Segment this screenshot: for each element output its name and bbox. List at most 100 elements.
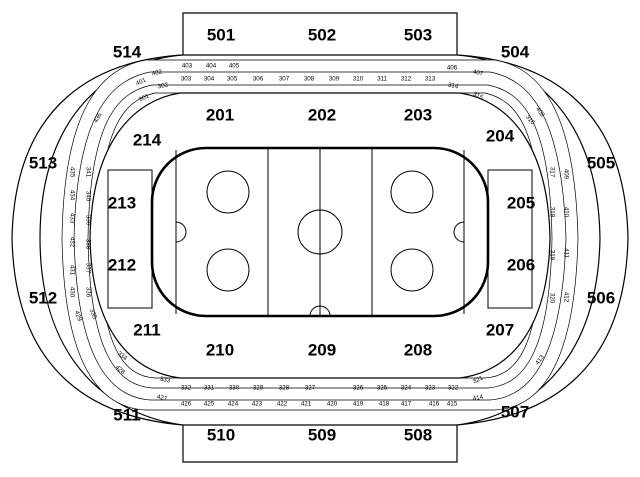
box-412[interactable]: 412 xyxy=(563,292,570,303)
box-419[interactable]: 419 xyxy=(353,401,364,408)
box-314[interactable]: 314 xyxy=(447,82,459,91)
box-320[interactable]: 320 xyxy=(549,293,556,304)
box-329[interactable]: 329 xyxy=(253,385,264,392)
box-435[interactable]: 435 xyxy=(69,167,76,178)
box-404[interactable]: 404 xyxy=(206,63,217,70)
box-325[interactable]: 325 xyxy=(377,385,388,392)
box-341[interactable]: 341 xyxy=(85,167,92,178)
box-424[interactable]: 424 xyxy=(228,401,239,408)
box-431[interactable]: 431 xyxy=(69,265,76,276)
box-416[interactable]: 416 xyxy=(429,401,440,408)
section-502[interactable]: 502 xyxy=(308,26,336,45)
box-401[interactable]: 401 xyxy=(135,76,148,87)
box-429[interactable]: 429 xyxy=(73,310,83,323)
box-427[interactable]: 427 xyxy=(156,394,168,403)
box-305[interactable]: 305 xyxy=(227,76,238,83)
box-311[interactable]: 311 xyxy=(377,76,387,83)
box-423[interactable]: 423 xyxy=(252,401,263,408)
section-513[interactable]: 513 xyxy=(29,154,57,173)
box-331[interactable]: 331 xyxy=(204,385,215,392)
box-408[interactable]: 408 xyxy=(534,106,546,119)
box-310[interactable]: 310 xyxy=(353,76,364,83)
box-319[interactable]: 319 xyxy=(549,250,556,261)
section-511[interactable]: 511 xyxy=(113,406,140,425)
box-405[interactable]: 405 xyxy=(229,63,240,70)
section-211[interactable]: 211 xyxy=(133,321,160,340)
box-340[interactable]: 340 xyxy=(85,191,92,202)
box-421[interactable]: 421 xyxy=(301,401,312,408)
box-327[interactable]: 327 xyxy=(305,385,316,392)
box-309[interactable]: 309 xyxy=(329,76,340,83)
box-407[interactable]: 407 xyxy=(472,69,484,78)
section-203[interactable]: 203 xyxy=(404,106,432,125)
box-426[interactable]: 426 xyxy=(181,401,192,408)
box-425[interactable]: 425 xyxy=(204,401,215,408)
section-212[interactable]: 212 xyxy=(108,256,136,275)
box-302[interactable]: 302 xyxy=(157,81,169,90)
section-210[interactable]: 210 xyxy=(206,341,234,360)
section-501[interactable]: 501 xyxy=(207,26,235,45)
section-201[interactable]: 201 xyxy=(206,106,234,125)
box-413[interactable]: 413 xyxy=(534,353,546,366)
box-333[interactable]: 333 xyxy=(159,376,171,385)
box-434[interactable]: 434 xyxy=(69,190,76,201)
box-430[interactable]: 430 xyxy=(69,287,76,298)
box-322[interactable]: 322 xyxy=(448,385,459,392)
box-415[interactable]: 415 xyxy=(447,401,458,408)
section-510[interactable]: 510 xyxy=(207,426,235,445)
section-207[interactable]: 207 xyxy=(486,321,514,340)
box-432[interactable]: 432 xyxy=(69,237,76,248)
section-507[interactable]: 507 xyxy=(501,403,529,422)
section-509[interactable]: 509 xyxy=(308,426,336,445)
section-204[interactable]: 204 xyxy=(486,127,515,146)
box-433[interactable]: 433 xyxy=(69,213,76,224)
box-328[interactable]: 328 xyxy=(279,385,290,392)
box-324[interactable]: 324 xyxy=(401,385,412,392)
box-308[interactable]: 308 xyxy=(304,76,315,83)
section-206[interactable]: 206 xyxy=(507,256,535,275)
section-506[interactable]: 506 xyxy=(587,289,615,308)
box-422[interactable]: 422 xyxy=(277,401,288,408)
section-213[interactable]: 213 xyxy=(108,194,136,213)
box-339[interactable]: 339 xyxy=(85,215,92,226)
box-417[interactable]: 417 xyxy=(401,401,412,408)
box-307[interactable]: 307 xyxy=(279,76,290,83)
box-323[interactable]: 323 xyxy=(425,385,436,392)
box-330[interactable]: 330 xyxy=(229,385,240,392)
box-436[interactable]: 436 xyxy=(92,111,104,124)
box-336[interactable]: 336 xyxy=(85,287,92,298)
box-338[interactable]: 338 xyxy=(85,239,92,250)
section-503[interactable]: 503 xyxy=(404,26,432,45)
box-403[interactable]: 403 xyxy=(182,63,193,70)
section-514[interactable]: 514 xyxy=(113,43,142,62)
section-504[interactable]: 504 xyxy=(501,43,530,62)
box-301[interactable]: 301 xyxy=(138,92,151,103)
box-318[interactable]: 318 xyxy=(549,207,556,218)
section-202[interactable]: 202 xyxy=(308,106,336,125)
section-209[interactable]: 209 xyxy=(308,341,336,360)
box-315[interactable]: 315 xyxy=(472,91,485,102)
section-505[interactable]: 505 xyxy=(587,154,615,173)
box-332[interactable]: 332 xyxy=(181,385,192,392)
box-414[interactable]: 414 xyxy=(472,393,484,402)
box-326[interactable]: 326 xyxy=(353,385,364,392)
box-306[interactable]: 306 xyxy=(253,76,264,83)
box-402[interactable]: 402 xyxy=(151,68,163,77)
box-304[interactable]: 304 xyxy=(204,76,215,83)
box-411[interactable]: 411 xyxy=(563,248,570,258)
box-317[interactable]: 317 xyxy=(549,167,556,178)
section-508[interactable]: 508 xyxy=(404,426,432,445)
section-205[interactable]: 205 xyxy=(507,194,535,213)
box-409[interactable]: 409 xyxy=(563,169,570,180)
box-321[interactable]: 321 xyxy=(472,374,485,385)
box-418[interactable]: 418 xyxy=(379,401,390,408)
box-335[interactable]: 335 xyxy=(88,308,98,321)
box-337[interactable]: 337 xyxy=(85,263,92,274)
box-420[interactable]: 420 xyxy=(327,401,338,408)
section-214[interactable]: 214 xyxy=(133,131,162,150)
box-313[interactable]: 313 xyxy=(425,76,436,83)
box-406[interactable]: 406 xyxy=(447,65,458,72)
box-303[interactable]: 303 xyxy=(181,76,192,83)
box-312[interactable]: 312 xyxy=(401,76,412,83)
section-512[interactable]: 512 xyxy=(29,289,57,308)
